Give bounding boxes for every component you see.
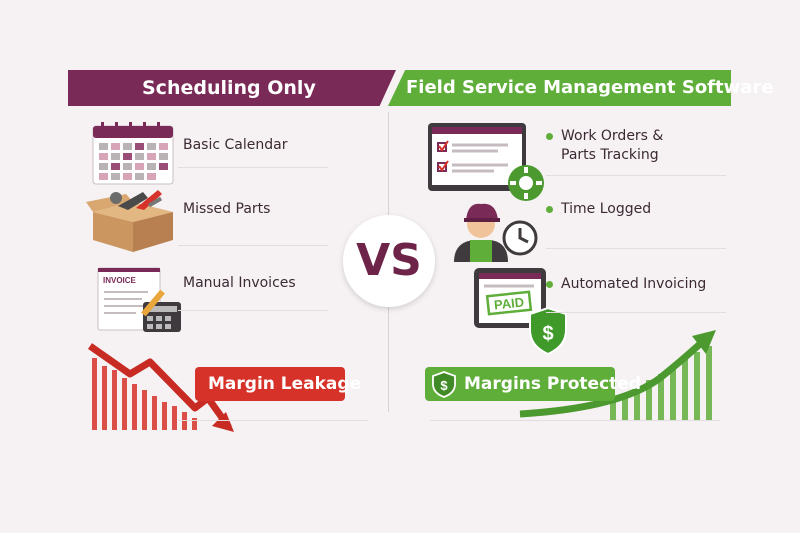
bullet-dot-3 <box>546 281 553 288</box>
shield-dollar-sign: $ <box>542 323 553 345</box>
work-orders-label-line2: Parts Tracking <box>561 147 659 163</box>
right-separator-1 <box>546 175 726 176</box>
work-orders-label-line1: Work Orders & <box>561 128 664 144</box>
bullet-dot-2 <box>546 206 553 213</box>
vs-badge <box>343 215 435 307</box>
bullet-dot-1 <box>546 133 553 140</box>
shield-dollar-icon: $ <box>432 371 456 398</box>
basic-calendar-label: Basic Calendar <box>183 137 288 153</box>
left-separator-2 <box>178 245 328 246</box>
left-title: Scheduling Only <box>142 77 316 99</box>
manual-invoices-label: Manual Invoices <box>183 275 296 291</box>
toolbox-icon <box>86 190 173 252</box>
decline-chart-icon <box>87 343 234 432</box>
paid-tablet-icon: PAID $ <box>474 268 567 356</box>
invoice-word: INVOICE <box>103 276 137 285</box>
left-separator-1 <box>178 167 328 168</box>
work-order-monitor-icon <box>428 123 544 201</box>
left-separator-3 <box>178 310 328 311</box>
calendar-icon <box>92 122 174 185</box>
right-title: Field Service Management Software <box>406 77 774 98</box>
right-separator-3 <box>546 312 726 313</box>
margins-protected-label: Margins Protected <box>464 374 641 394</box>
growth-chart-icon <box>519 330 716 420</box>
left-separator-4 <box>178 420 368 421</box>
missed-parts-label: Missed Parts <box>183 201 271 217</box>
margins-protected-badge <box>425 367 615 401</box>
margin-leakage-label: Margin Leakage <box>208 374 362 394</box>
paid-stamp-text: PAID <box>493 294 525 312</box>
time-logged-label: Time Logged <box>561 201 652 217</box>
automated-invoicing-label: Automated Invoicing <box>561 276 707 292</box>
invoice-icon: INVOICE <box>97 267 181 332</box>
right-separator-4 <box>430 420 720 421</box>
left-banner <box>68 70 396 106</box>
badge-dollar-sign: $ <box>440 378 448 393</box>
vs-text: VS <box>356 235 422 286</box>
technician-clock-icon <box>454 203 538 262</box>
right-banner <box>388 70 731 106</box>
right-separator-2 <box>546 248 726 249</box>
margin-leakage-badge <box>195 367 345 401</box>
